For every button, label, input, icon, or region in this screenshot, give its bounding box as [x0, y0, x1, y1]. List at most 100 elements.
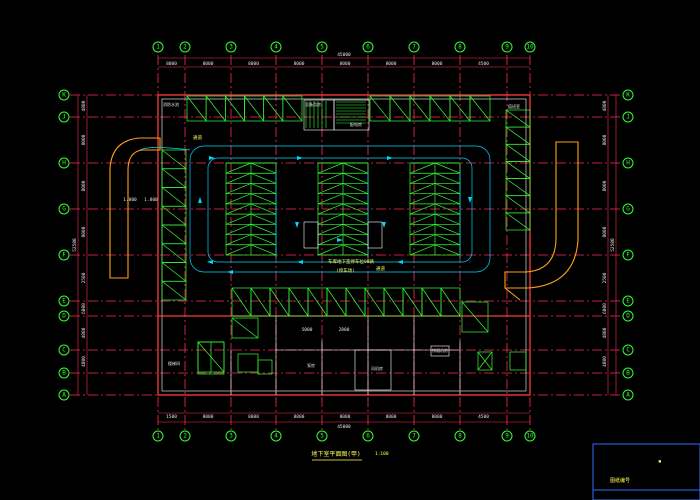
left-stall-column-diag-3 — [161, 205, 187, 226]
island-3-hr-0 — [434, 162, 461, 174]
axis-bubble-bottom-5-circle — [316, 430, 328, 442]
room-label-5: 泵房 — [307, 362, 315, 368]
axis-bubble-left-A-circle — [58, 389, 70, 401]
bottom-stall-row-diag-8 — [383, 287, 404, 317]
axis-bubble-right-H-circle — [622, 157, 634, 169]
island-2-hr-6 — [342, 224, 369, 235]
axis-bubble-left-H-circle — [58, 157, 70, 169]
island-1-hr-7 — [250, 234, 277, 246]
island-1-hr-3 — [250, 193, 277, 205]
island-3-hr-1 — [434, 172, 461, 184]
drawing-title: 地下室平面图(甲) — [311, 450, 360, 458]
island-2-hl-3 — [317, 193, 344, 205]
rooms-layer — [197, 101, 527, 375]
axis-bubble-left-G-text: G — [62, 206, 66, 213]
axis-bubble-top-2: 2 — [179, 41, 191, 53]
axis-bubble-top-5-text: 5 — [320, 44, 324, 51]
left-stall-column-diag-2 — [161, 187, 187, 207]
left-stall-column-diag-0 — [161, 149, 187, 170]
top-room-block-2 — [333, 99, 370, 131]
island-3-hr-3 — [434, 193, 461, 205]
equipment-block-4-x2 — [477, 351, 493, 371]
island-3-hl-4 — [409, 203, 436, 215]
left-span-dim-4: 8000 — [81, 226, 87, 237]
top-stall-row-right-diag-2 — [409, 95, 431, 122]
bottom-span-dim-7: 8000 — [432, 414, 443, 420]
lane-arrow-6 — [207, 260, 213, 264]
right-span-dim-1: 4800 — [602, 100, 608, 111]
left-stall-column-diag-5 — [161, 243, 187, 263]
lane-arrow-5 — [297, 260, 303, 264]
axis-bubble-right-J: J — [622, 111, 634, 123]
right-stall-column-stall-6 — [505, 212, 531, 231]
axis-bubble-right-H-text: H — [626, 160, 630, 167]
lane-arrow-4 — [397, 260, 403, 264]
axis-bubble-top-8-text: 8 — [458, 44, 462, 51]
bottom-stall-row — [231, 287, 461, 317]
top-span-dim-4: 8000 — [294, 61, 305, 67]
axis-bubble-right-D: D — [622, 310, 634, 322]
equipment-block-3 — [257, 359, 273, 375]
lane-arrow-head-1 — [297, 156, 303, 160]
axis-bubble-top-5: 5 — [316, 41, 328, 53]
ramp-label-left-1: 1.800 — [123, 197, 137, 203]
axis-bubble-left-E: E — [58, 295, 70, 307]
axis-bubble-bottom-7: 7 — [408, 430, 420, 442]
axis-bubble-top-4-text: 4 — [274, 44, 278, 51]
axis-bubble-top-2-circle — [179, 41, 191, 53]
lane-arrow-0 — [209, 156, 215, 160]
axis-bubble-left-E-text: E — [62, 298, 66, 305]
top-stall-row-right-diag-1 — [389, 95, 411, 122]
bottom-stall-extra-stall-0 — [461, 301, 489, 333]
lane-arrow-3 — [468, 197, 472, 203]
island-1-hr-6 — [250, 224, 277, 235]
equipment-block-1 — [197, 341, 225, 375]
axis-bubble-top-10-circle — [524, 41, 536, 53]
axis-bubble-left-H: H — [58, 157, 70, 169]
top-span-dim-5: 8000 — [340, 61, 351, 67]
lane-arrow-head-3 — [468, 197, 472, 203]
top-stall-row-right-diag-5 — [469, 95, 491, 122]
island-3-hl-3 — [409, 193, 436, 205]
axis-bubble-top-8: 8 — [454, 41, 466, 53]
axis-bubble-top-1: 1 — [152, 41, 164, 53]
room-label-4: 楼梯间 — [168, 360, 180, 366]
top-span-dim-3: 8000 — [248, 61, 259, 67]
island-1-hl-7 — [225, 234, 252, 246]
top-stall-row-left-diag-4 — [263, 95, 284, 122]
axis-bubble-left-B-circle — [58, 367, 70, 379]
island-1-hl-2 — [225, 183, 252, 194]
island-2-hr-4 — [342, 203, 369, 215]
island-1-hr-2 — [250, 183, 277, 194]
right-span-dim-2: 8000 — [602, 134, 608, 145]
bottom-stall-extra — [461, 301, 489, 333]
outer-wall — [157, 94, 531, 396]
bottom-stall-row-diag-5 — [326, 287, 347, 317]
island-3-hl-8 — [409, 244, 436, 256]
bottom-stall-row-stall-11 — [440, 287, 461, 317]
top-overall-dim: 45000 — [337, 52, 351, 58]
axis-bubble-top-10-text: 10 — [526, 44, 534, 51]
bottom-stall-row-diag-4 — [307, 287, 328, 317]
lane-arrow-head-2 — [387, 156, 393, 160]
lane-arrow-head-10 — [227, 270, 233, 274]
axis-bubble-top-7-text: 7 — [412, 44, 416, 51]
axis-bubble-top-7-circle — [408, 41, 420, 53]
axis-bubble-bottom-10-text: 10 — [526, 433, 534, 440]
axis-bubble-right-E: E — [622, 295, 634, 307]
right-ramp-link — [504, 287, 521, 301]
axis-bubble-bottom-6-text: 6 — [366, 433, 370, 440]
axis-bubble-top-1-text: 1 — [156, 44, 160, 51]
axis-bubble-bottom-4-text: 4 — [274, 433, 278, 440]
axis-bubble-bottom-9-text: 9 — [505, 433, 509, 440]
axis-bubble-right-G-circle — [622, 203, 634, 215]
island-1-hl-6 — [225, 224, 252, 235]
left-stall-column — [161, 149, 187, 301]
left-span-dim-1: 4800 — [81, 100, 87, 111]
axis-bubble-top-6-text: 6 — [366, 44, 370, 51]
island-3-hl-5 — [409, 213, 436, 225]
axis-bubble-left-G: G — [58, 203, 70, 215]
island-3-hr-2 — [434, 183, 461, 194]
axis-bubble-right-C: C — [622, 344, 634, 356]
axis-bubble-bottom-3-circle — [225, 430, 237, 442]
